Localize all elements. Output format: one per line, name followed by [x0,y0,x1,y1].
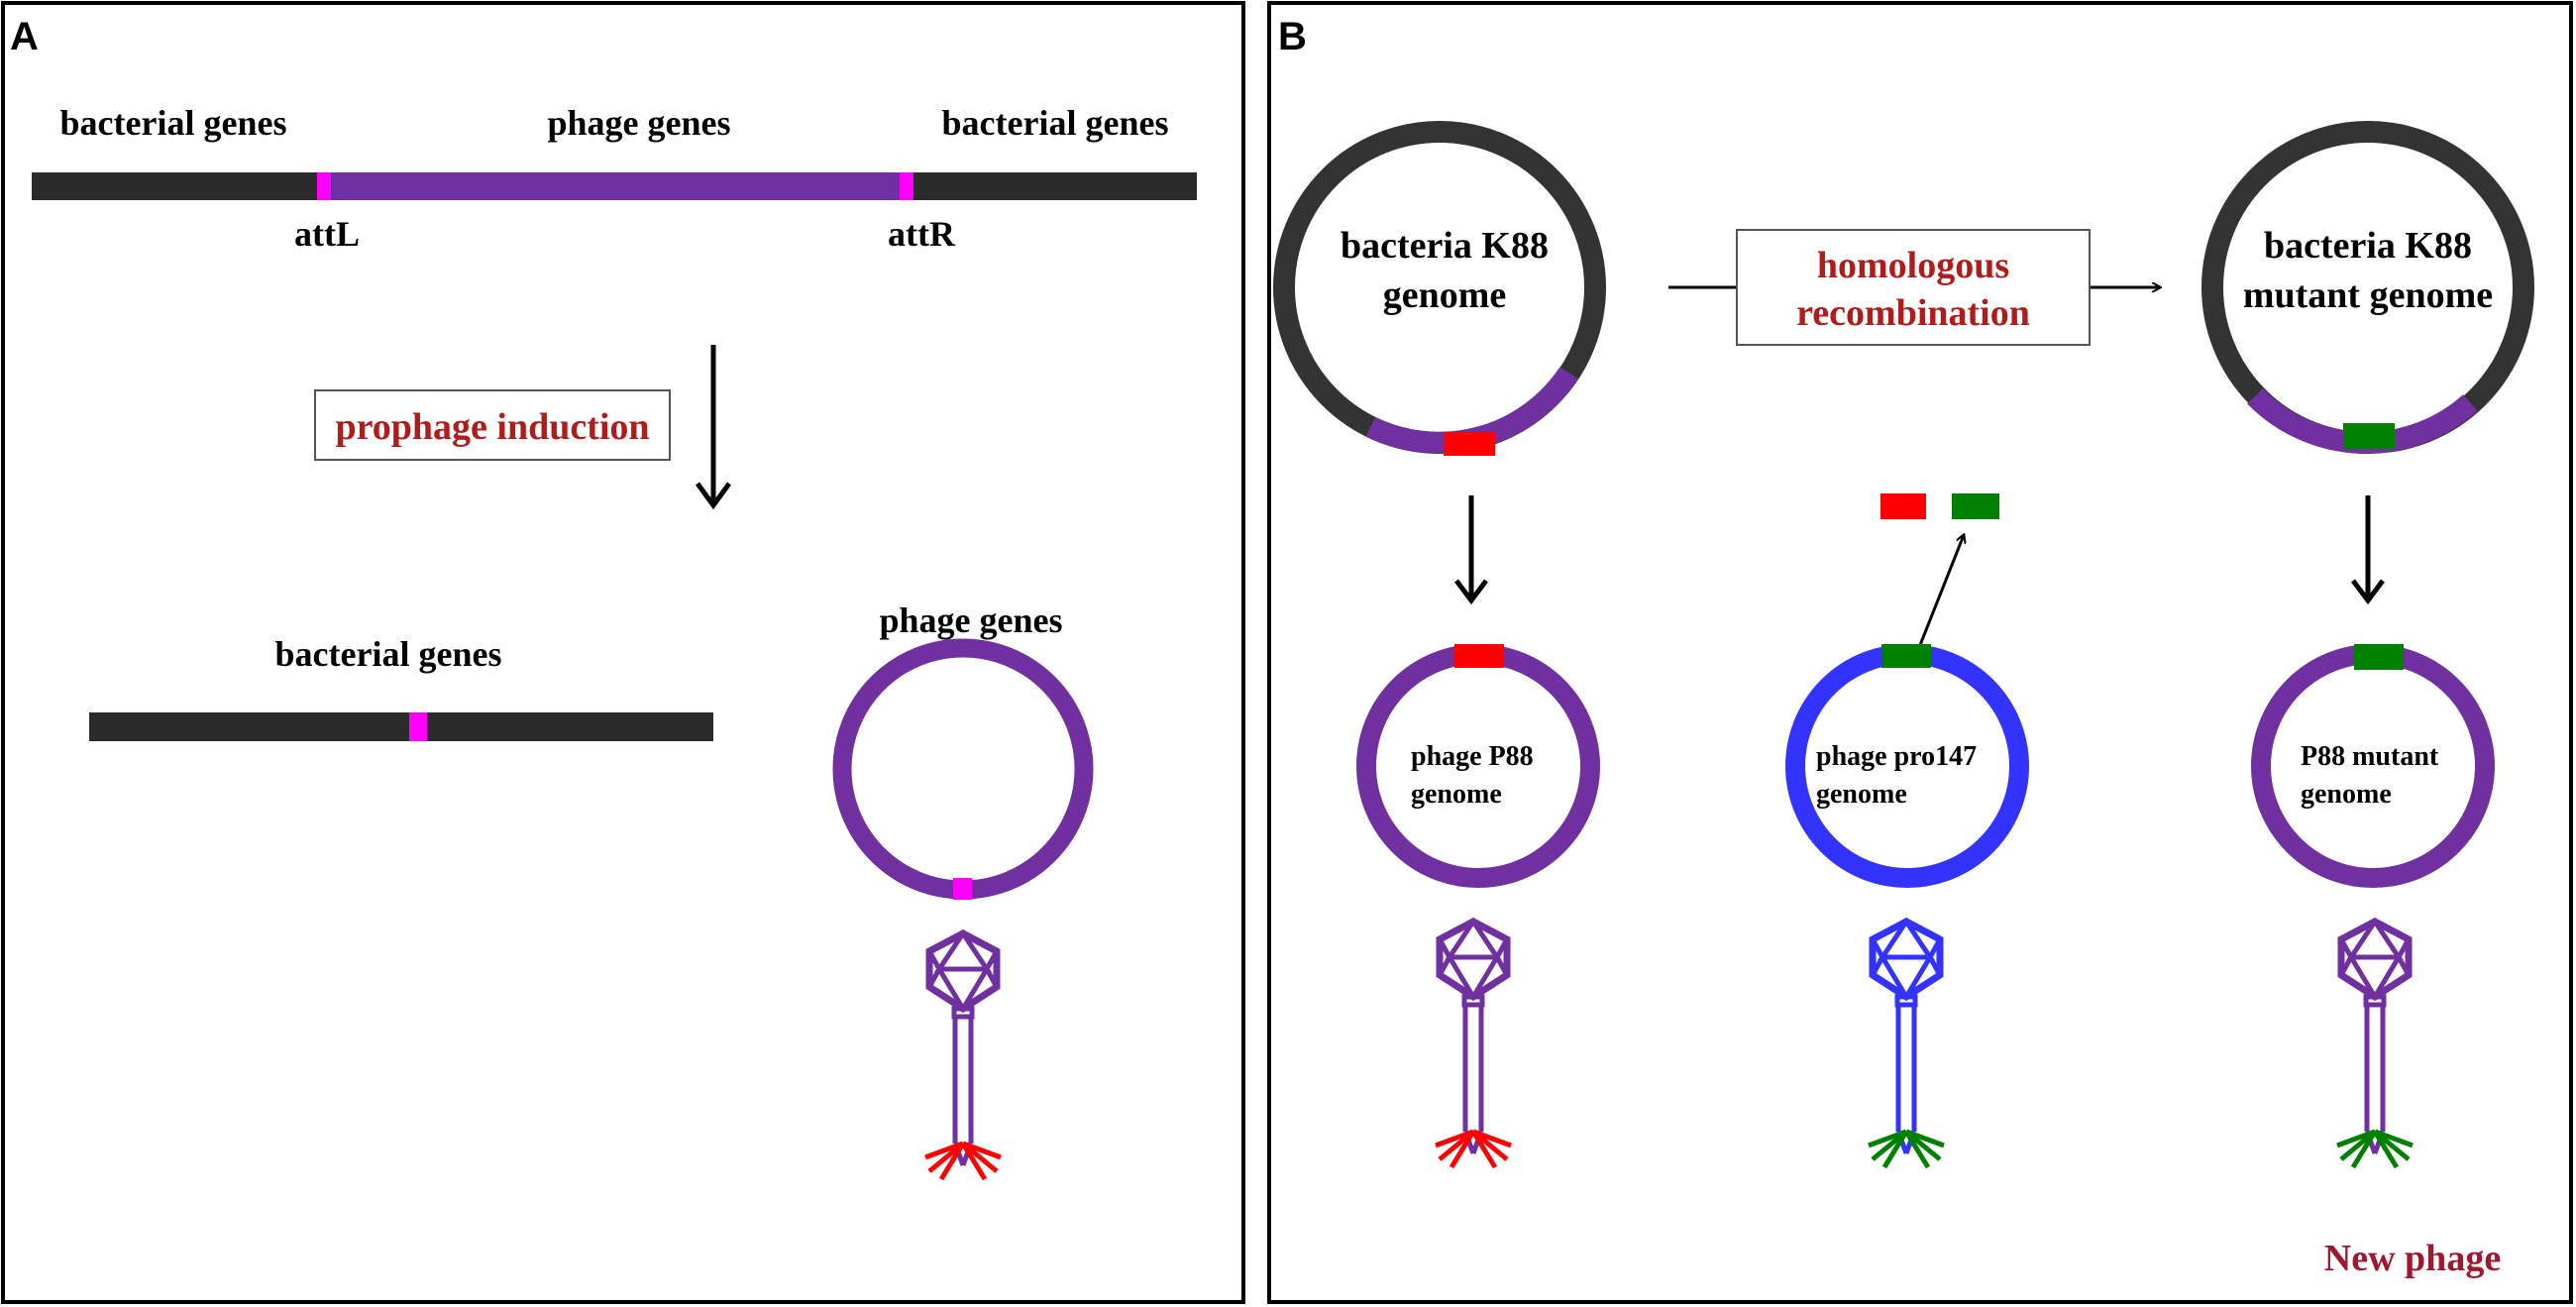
excised-bacterial-genes-label: bacterial genes [275,634,502,674]
attp-site [953,878,972,900]
phage-genes-label: phage genes [547,103,730,143]
attr-label: attR [888,214,956,254]
attl-site [317,172,331,200]
panel-b-letter: B [1278,15,1307,58]
mutant-to-p88mut-arrowhead [2351,579,2385,605]
induction-arrowhead [695,482,732,510]
pro147-label-1: phage pro147 [1816,741,1977,772]
exchanged-green-gene [1952,493,1999,519]
p88-mutant-label-2: genome [2301,779,2392,810]
k88-to-p88-arrowhead [1454,579,1488,605]
bacterial-dna-right [913,172,1197,200]
p88-red-gene [1454,644,1504,668]
right-bacterial-genes-label: bacterial genes [942,103,1169,143]
new-phage-label: New phage [2324,1238,2501,1279]
bacterial-dna-after [89,712,713,741]
k88-label-2: genome [1383,274,1507,316]
panel-a-frame [1,1,1245,1304]
phage-particle-a [924,933,1002,1181]
attr-site [900,172,913,200]
prophage-induction-box [314,389,671,461]
left-bacterial-genes-label: bacterial genes [60,103,287,143]
recombination-box [1736,229,2091,346]
p88-label-2: genome [1411,779,1502,810]
phage-particle-pro147 [1868,922,1945,1169]
k88-label-1: bacteria K88 [1341,225,1549,267]
phage-circular-genome [832,638,1094,900]
p88-label-1: phage P88 [1411,741,1534,772]
k88-mutant-green-gene [2343,423,2395,449]
k88-mutant-label-2: mutant genome [2243,274,2493,316]
panel-b-frame [1267,1,2573,1304]
excised-phage-genes-label: phage genes [879,600,1062,640]
k88-mutant-label-1: bacteria K88 [2264,225,2472,267]
panel-a-letter: A [10,15,39,58]
exchanged-red-gene [1880,493,1926,519]
pro147-label-2: genome [1816,779,1907,810]
pro147-green-gene [1881,644,1931,668]
phage-particle-p88-mutant [2336,922,2414,1169]
prophage-dna [319,172,913,200]
attl-label: attL [294,214,360,254]
prophage-induction-label: prophage induction [335,406,649,448]
attb-site [409,712,427,741]
bacterial-dna-left [32,172,319,200]
k88-red-gene [1444,432,1495,456]
recombination-label-2: recombination [1796,292,2030,334]
p88-mutant-label-1: P88 mutant [2301,741,2439,772]
p88-mutant-green-gene [2354,644,2404,670]
phage-particle-p88 [1435,922,1512,1169]
gene-excision-arrow [1918,535,1964,646]
recombination-label-1: homologous [1817,245,2009,286]
